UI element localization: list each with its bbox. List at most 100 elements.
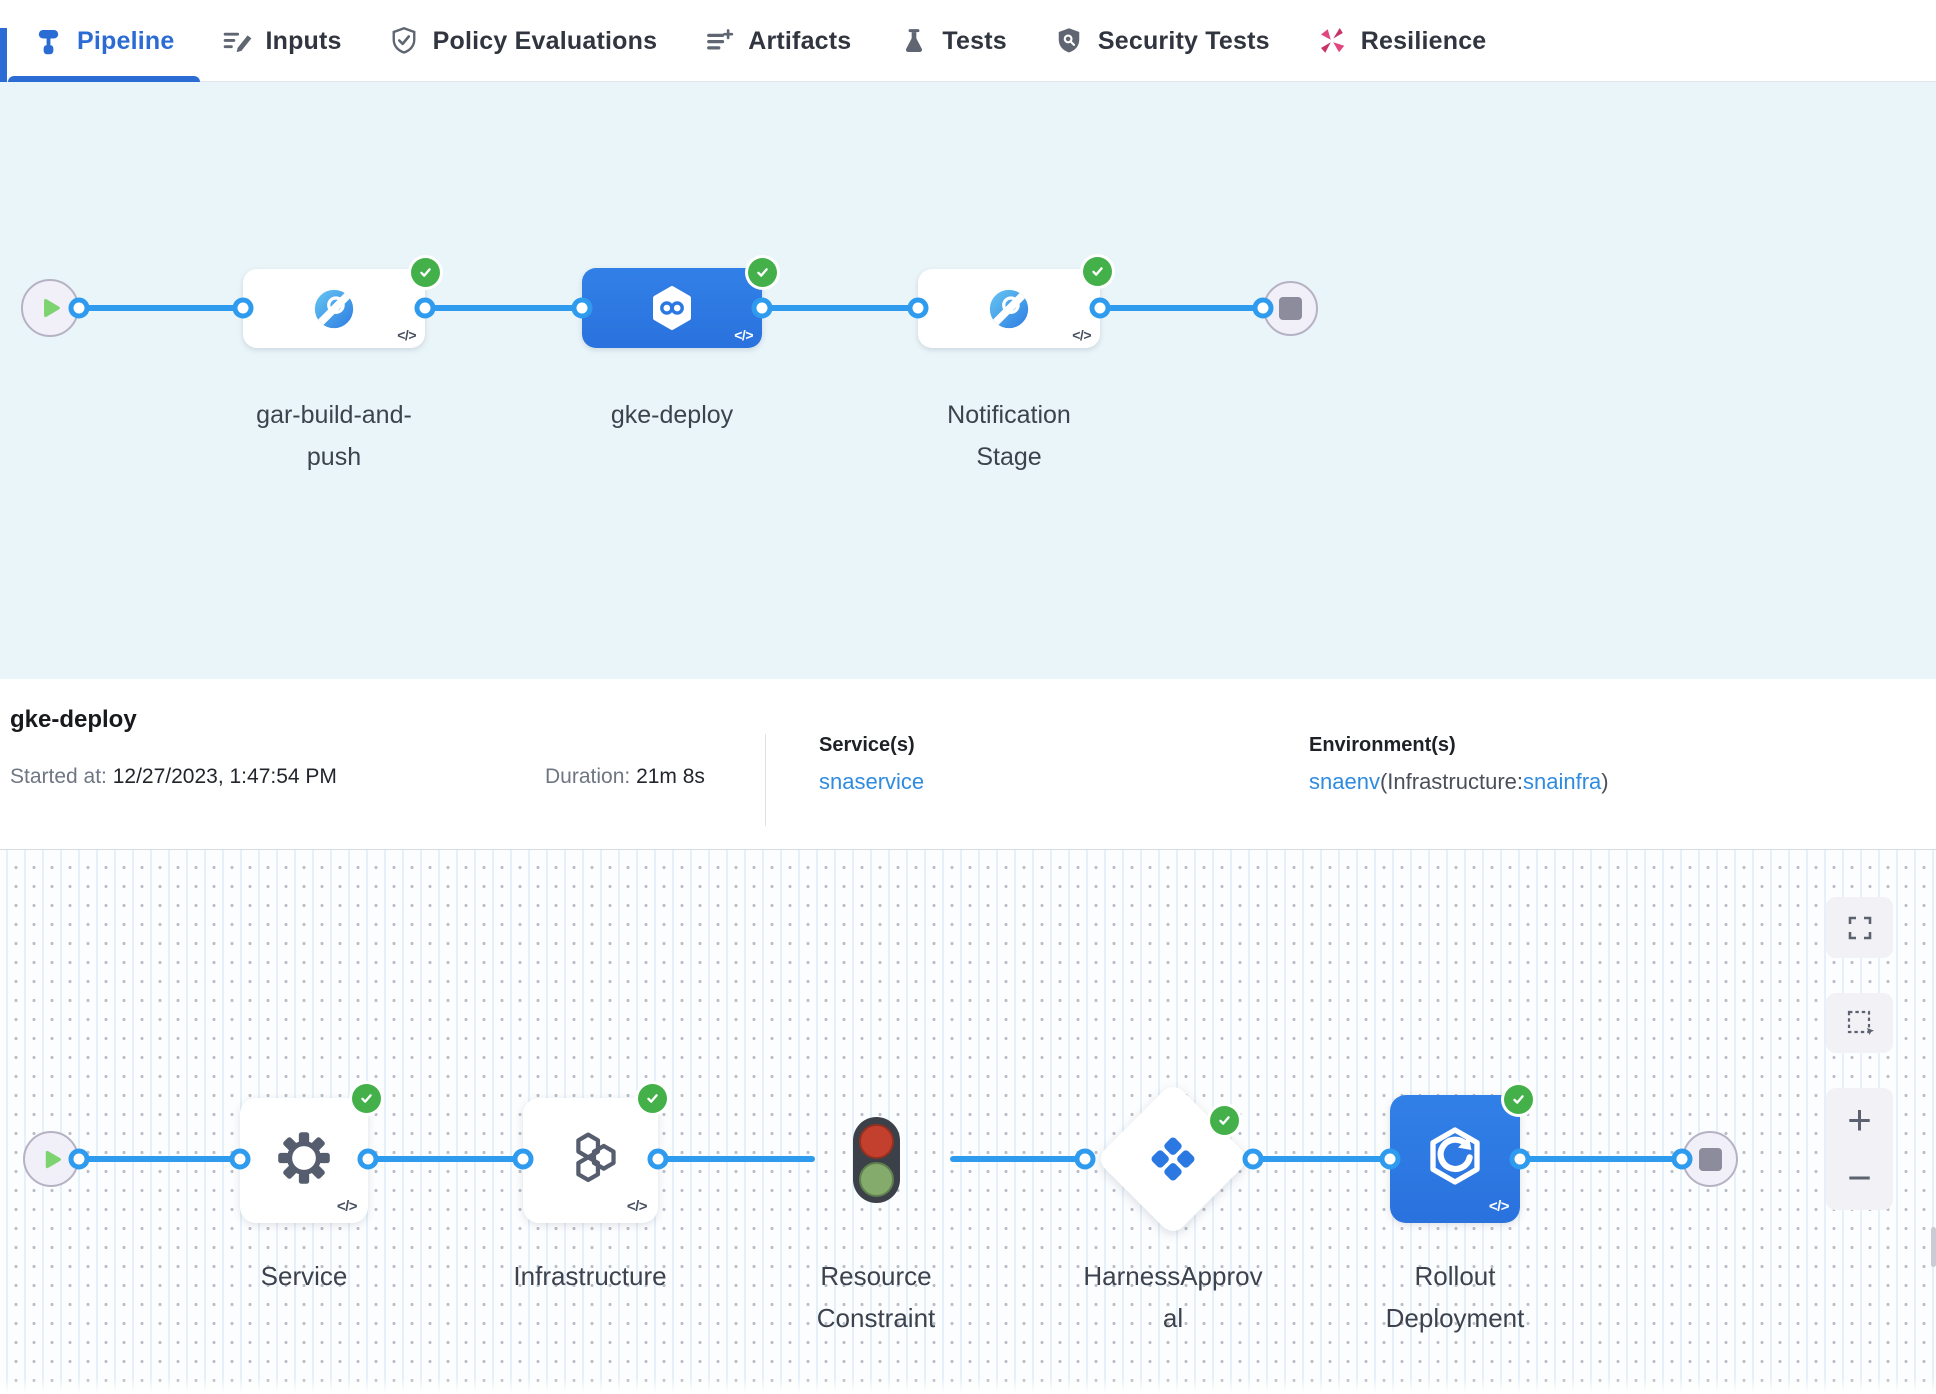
tab-label: Security Tests [1097,26,1270,55]
step-label[interactable]: HarnessApprov al [1083,1261,1263,1333]
stage-yaml-chip[interactable]: </> [734,327,753,343]
deploy-stage-icon [653,286,691,330]
connector-dot [229,1148,251,1170]
stage-wire [425,305,582,311]
connector-dot [1509,1148,1531,1170]
success-badge [638,1084,667,1113]
step-yaml-chip[interactable]: </> [336,1198,358,1215]
duration: Duration: 21m 8s [545,765,705,788]
marquee-selection-icon [1847,1010,1874,1035]
tests-icon [898,26,929,57]
connector-dot [1242,1148,1264,1170]
connector-dot [907,297,929,319]
stage-label[interactable]: gke-deploy [610,401,734,429]
play-icon [45,1150,61,1168]
infrastructure-link[interactable]: snainfra [1523,769,1602,794]
execution-graph-canvas: </> </> [0,850,1936,1394]
step-node-service[interactable]: </> [240,1098,368,1223]
stage-node-notification-stage[interactable]: </> [918,269,1100,348]
connector-dot [68,1148,90,1170]
step-node-rollout-deployment[interactable]: </> [1390,1095,1520,1223]
services-label: Service(s) [819,734,915,756]
connector-dot [1089,297,1111,319]
tab-bar: Pipeline Inputs Policy Evaluations [0,0,1936,82]
step-yaml-chip[interactable]: </> [1488,1198,1510,1215]
stage-yaml-chip[interactable]: </> [1072,327,1091,343]
connector-dot [232,297,254,319]
artifacts-icon [704,26,735,57]
step-wire [1253,1156,1390,1162]
step-wire [79,1156,240,1162]
step-node-resource-constraint[interactable] [853,1117,900,1203]
tab-tests[interactable]: Tests [898,0,1007,82]
step-node-harness-approval[interactable] [1095,1081,1251,1237]
environment-link[interactable]: snaenv [1309,769,1380,794]
success-badge [748,258,777,287]
tab-resilience[interactable]: Resilience [1317,0,1487,82]
stage-node-gke-deploy[interactable]: </> [582,268,762,348]
success-badge [1210,1106,1239,1135]
stage-title: gke-deploy [10,706,137,733]
stage-label[interactable]: Notification Stage [947,401,1071,471]
tab-inputs[interactable]: Inputs [221,0,341,82]
connector-dot [512,1148,534,1170]
security-tests-icon [1054,26,1085,57]
tab-artifacts[interactable]: Artifacts [704,0,851,82]
step-node-infrastructure[interactable]: </> [523,1098,658,1223]
zoom-panel: + − [1826,1088,1893,1210]
scrollbar-thumb[interactable] [1931,1227,1936,1267]
traffic-light-green [859,1162,894,1197]
play-icon [44,299,60,317]
marquee-select-button[interactable] [1826,993,1893,1053]
environments-label: Environment(s) [1309,734,1456,756]
tab-label: Resilience [1360,26,1487,55]
stage-node-gar-build-and-push[interactable]: </> [243,269,425,348]
zoom-out-button[interactable]: − [1847,1154,1872,1201]
traffic-light-red [859,1124,894,1159]
connector-dot [414,297,436,319]
tab-pipeline[interactable]: Pipeline [8,0,200,82]
service-gear-icon [278,1131,330,1184]
stage-wire [1100,305,1263,311]
environment-value: snaenv(Infrastructure:snainfra) [1309,769,1609,794]
tab-list: Pipeline Inputs Policy Evaluations [8,0,1487,82]
zoom-in-button[interactable]: + [1847,1096,1872,1143]
infrastructure-icon [575,1132,616,1182]
tab-label: Artifacts [748,26,852,55]
step-label[interactable]: Resource Constraint [816,1261,936,1333]
duration-value: 21m 8s [636,765,705,788]
connector-dot [357,1148,379,1170]
step-label[interactable]: Infrastructure [513,1261,667,1291]
tab-label: Inputs [265,26,342,55]
tab-policy-evaluations[interactable]: Policy Evaluations [389,0,658,82]
connector-dot [1671,1148,1693,1170]
stop-icon [1698,1147,1722,1171]
connector-dot [647,1148,669,1170]
step-wire [368,1156,523,1162]
service-link[interactable]: snaservice [819,769,925,794]
step-yaml-chip[interactable]: </> [626,1198,648,1215]
stage-wire [79,305,243,311]
connector-dot [68,297,90,319]
inputs-icon [221,26,252,57]
success-badge [1504,1085,1533,1114]
fit-to-screen-button[interactable] [1826,897,1893,958]
step-label[interactable]: Service [260,1261,348,1291]
tab-label: Pipeline [77,26,175,55]
resilience-icon [1317,26,1348,57]
connector-dot [751,297,773,319]
connector-dot [1252,297,1274,319]
details-divider [765,734,766,826]
stage-graph-canvas: </> </> </> [0,82,1936,679]
started-at-value: 12/27/2023, 1:47:54 PM [112,765,337,788]
connector-dot [1074,1148,1096,1170]
step-label[interactable]: Rollout Deployment [1385,1261,1525,1333]
success-badge [352,1084,381,1113]
tab-security-tests[interactable]: Security Tests [1054,0,1270,82]
stage-label[interactable]: gar-build-and- push [256,401,412,471]
policy-evaluations-icon [389,26,420,57]
stage-yaml-chip[interactable]: </> [397,327,416,343]
active-tab-underline [8,76,200,82]
success-badge [411,258,440,287]
